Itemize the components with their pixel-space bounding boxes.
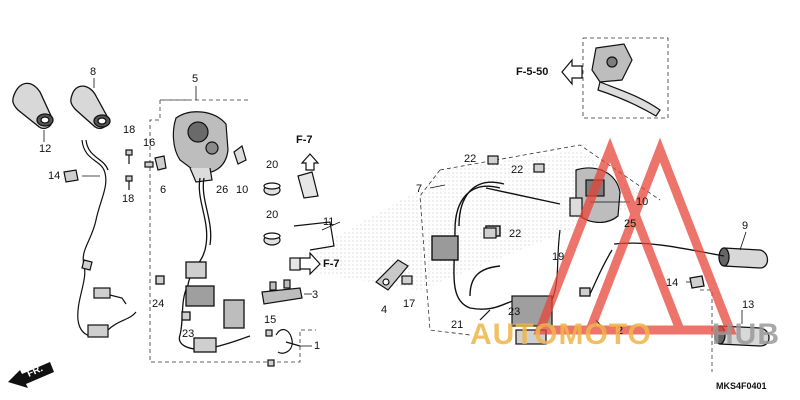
- part-label-19: 19: [552, 251, 565, 263]
- f7-arrow-up: [300, 153, 320, 171]
- part-label-2: 2: [617, 325, 624, 337]
- leader-lines: [43, 78, 747, 347]
- ref-f-7-top: F-7: [296, 134, 313, 146]
- part-label-25: 25: [624, 218, 637, 230]
- diagram-code: MKS4F0401: [716, 381, 767, 391]
- ref-f-5-50: F-5-50: [516, 66, 549, 78]
- switch-housing-5: [172, 111, 247, 183]
- part-label-5: 5: [192, 73, 199, 85]
- part-label-21: 21: [451, 319, 464, 331]
- front-direction-arrow: [8, 362, 54, 388]
- watermark-logo: [533, 137, 737, 335]
- bracket-4: [375, 259, 409, 291]
- nut-17: [401, 275, 413, 285]
- f5-arrow-left: [561, 58, 583, 86]
- switch-harness: [155, 177, 251, 353]
- part-label-23: 23: [182, 328, 195, 340]
- part-label-13: 13: [742, 299, 755, 311]
- brake-lever-assembly: [591, 43, 661, 117]
- shading-center: [300, 150, 650, 290]
- bracket-1: [265, 328, 301, 367]
- part-label-10b: 10: [636, 196, 649, 208]
- part-label-3: 3: [312, 289, 319, 301]
- part-label-24: 24: [152, 298, 165, 310]
- part-label-9: 9: [742, 220, 749, 232]
- part-label-23b: 23: [508, 306, 521, 318]
- left-grip-8: [70, 85, 111, 130]
- part-label-14: 14: [48, 170, 61, 182]
- clip-3: [261, 279, 303, 305]
- group-outlines: [149, 37, 713, 372]
- bracket-11: [289, 171, 335, 271]
- watermark-text-automoto: AUTOMOTO: [470, 318, 652, 351]
- part-label-14b: 14: [666, 277, 679, 289]
- right-grip-9: [579, 242, 769, 297]
- part-label-11: 11: [323, 216, 335, 228]
- part-label-17: 17: [403, 298, 416, 310]
- part-label-22b: 22: [511, 164, 524, 176]
- part-label-12: 12: [39, 143, 52, 155]
- bolts-left: [125, 149, 167, 190]
- left-harness: [63, 139, 137, 338]
- part-label-20: 20: [266, 159, 279, 171]
- part-label-15: 15: [264, 314, 277, 326]
- part-label-10: 10: [236, 184, 249, 196]
- grommets-22: [483, 155, 545, 239]
- left-grip-12: [12, 82, 54, 130]
- ref-f-7-bottom: F-7: [323, 258, 340, 270]
- part-label-20b: 20: [266, 209, 279, 221]
- part-label-26: 26: [216, 184, 229, 196]
- part-label-1: 1: [314, 340, 321, 352]
- part-label-4: 4: [381, 304, 388, 316]
- f7-arrow-right: [299, 251, 321, 276]
- part-label-6: 6: [160, 184, 167, 196]
- part-label-22a: 22: [464, 153, 477, 165]
- part-label-18: 18: [123, 124, 136, 136]
- part-label-22c: 22: [509, 228, 522, 240]
- part-label-8: 8: [90, 66, 97, 78]
- watermark-text-hub: HUB: [712, 318, 780, 351]
- grommets-20: [263, 182, 281, 246]
- part-label-7: 7: [416, 183, 423, 195]
- part-label-18b: 18: [122, 193, 135, 205]
- part-label-16: 16: [143, 137, 156, 149]
